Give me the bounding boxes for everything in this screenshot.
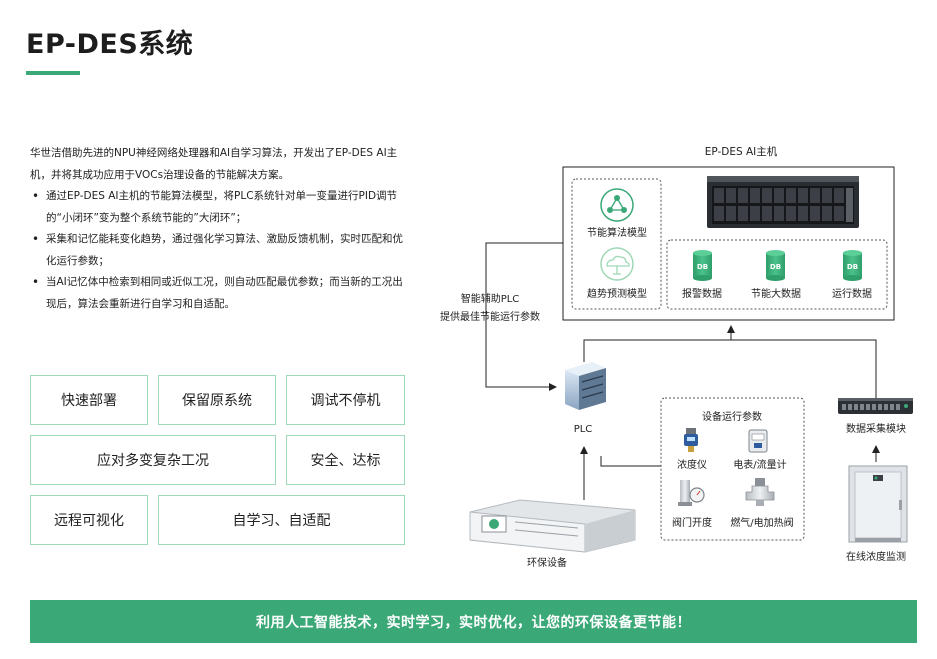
heat-valve-icon [745, 478, 775, 506]
db-tag: DB [770, 263, 781, 271]
intro-bullets: 通过EP-DES AI主机的节能算法模型，将PLC系统针对单一变量进行PID调节… [30, 186, 410, 315]
rack-server-icon [707, 176, 859, 228]
equipment-label: 环保设备 [527, 556, 567, 569]
feature-quick-deploy: 快速部署 [30, 375, 148, 425]
plc-note-line: 智能辅助PLC [461, 292, 520, 305]
db-label: 报警数据 [682, 287, 722, 300]
db-label: 节能大数据 [751, 287, 801, 300]
plc-label: PLC [574, 424, 593, 435]
model-label: 趋势预测模型 [587, 287, 647, 300]
db-label: 运行数据 [832, 287, 872, 300]
feature-self-learning: 自学习、自适配 [158, 495, 405, 545]
electric-meter-icon [748, 429, 768, 453]
feature-keep-system: 保留原系统 [158, 375, 276, 425]
acquisition-label: 数据采集模块 [846, 422, 906, 435]
footer-banner: 利用人工智能技术，实时学习，实时优化，让您的环保设备更节能！ [30, 600, 917, 643]
page-title: EP-DES系统 [26, 29, 194, 60]
equipment-icon [469, 499, 636, 553]
monitor-cabinet-icon [848, 465, 908, 543]
databases-box [666, 239, 888, 310]
valve-icon [678, 480, 705, 506]
connector-host-to-plc [485, 242, 563, 391]
param-label: 浓度仪 [677, 458, 707, 471]
param-label: 阀门开度 [672, 516, 712, 529]
bullet-item: 通过EP-DES AI主机的节能算法模型，将PLC系统针对单一变量进行PID调节… [30, 186, 410, 229]
cloud-tree-icon [600, 247, 634, 281]
connector-plc-to-host [583, 325, 735, 362]
bullet-item: 采集和记忆能耗变化趋势，通过强化学习算法、激励反馈机制，实时匹配和优化运行参数； [30, 229, 410, 272]
plc-note-line: 提供最佳节能运行参数 [440, 310, 540, 323]
db-tag: DB [697, 263, 708, 271]
param-label: 电表/流量计 [733, 458, 786, 471]
connector-acq-to-host [731, 339, 877, 398]
params-box [660, 397, 805, 541]
feature-remote-visual: 远程可视化 [30, 495, 148, 545]
models-box [571, 178, 662, 310]
db-tag: DB [847, 263, 858, 271]
intro-section: 华世洁借助先进的NPU神经网络处理器和AI自学习算法，开发出了EP-DES AI… [30, 143, 410, 315]
feature-no-downtime: 调试不停机 [286, 375, 405, 425]
monitor-label: 在线浓度监测 [846, 550, 906, 563]
params-title: 设备运行参数 [702, 410, 762, 423]
data-module-icon [838, 398, 913, 414]
host-title: EP-DES AI主机 [705, 145, 778, 158]
param-label: 燃气/电加热阀 [730, 516, 793, 529]
feature-safe-compliant: 安全、达标 [286, 435, 405, 485]
database-icon: DB [766, 250, 785, 281]
model-label: 节能算法模型 [587, 226, 647, 239]
feature-complex-conditions: 应对多变复杂工况 [30, 435, 276, 485]
title-underline [26, 71, 80, 75]
database-icon: DB [693, 250, 712, 281]
bullet-item: 当AI记忆体中检索到相同或近似工况，则自动匹配最优参数；而当新的工况出现后，算法… [30, 272, 410, 315]
network-nodes-icon [600, 188, 634, 222]
intro-paragraph: 华世洁借助先进的NPU神经网络处理器和AI自学习算法，开发出了EP-DES AI… [30, 147, 398, 181]
connector-params-to-plc [600, 456, 661, 467]
server-icon [565, 362, 606, 410]
gas-detector-icon [684, 428, 698, 452]
database-icon: DB [843, 250, 862, 281]
